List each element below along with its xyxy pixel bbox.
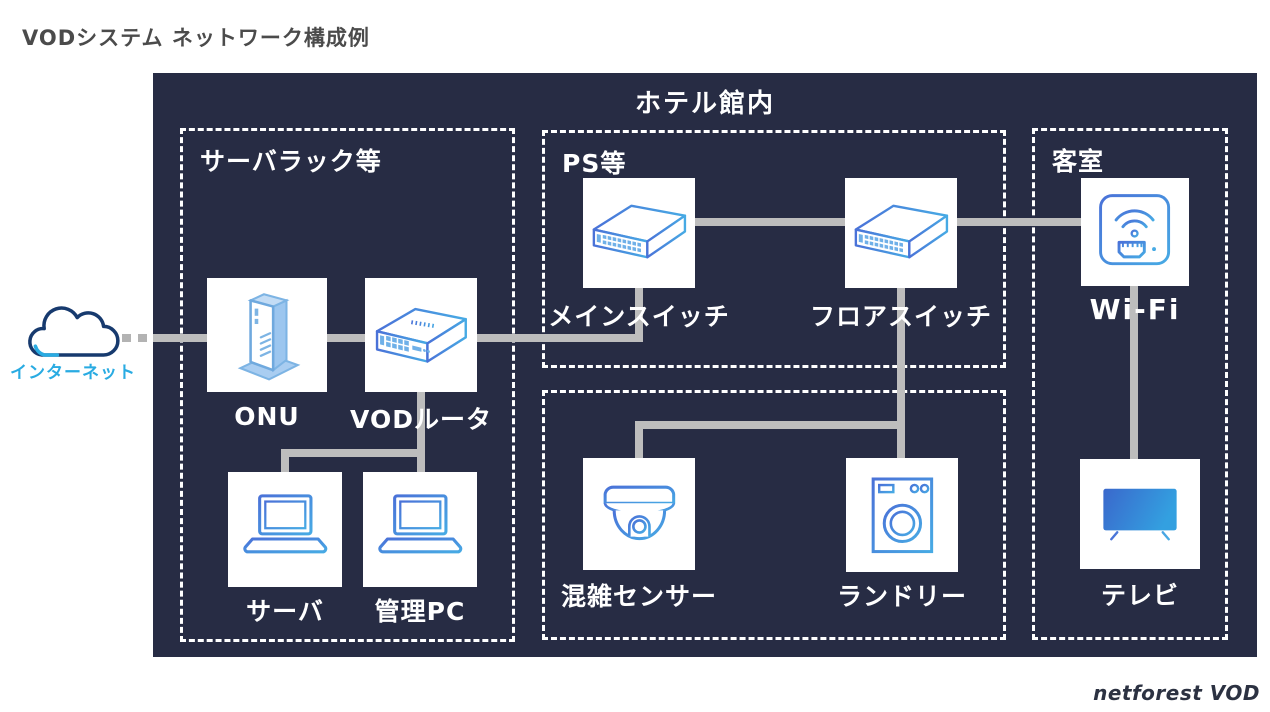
group-ps: PS等: [542, 130, 1006, 368]
label-tv: テレビ: [1100, 581, 1180, 610]
laptop-icon: [243, 494, 327, 554]
label-main-switch: メインスイッチ: [548, 302, 730, 331]
group-server-rack: サーバラック等: [180, 128, 515, 642]
group-server-rack-label: サーバラック等: [200, 147, 382, 176]
group-facilities: [542, 390, 1006, 640]
node-laundry: [846, 458, 958, 572]
laptop-icon: [378, 494, 462, 554]
wifi-access-point-icon: [1099, 194, 1171, 266]
label-vod-router: VODルータ: [350, 405, 492, 434]
node-tv: [1080, 459, 1200, 569]
connector-router-down: [417, 390, 425, 457]
switch-icon: [854, 204, 948, 258]
group-guest-room: 客室: [1032, 128, 1228, 640]
connector-internet-dotted: [106, 334, 153, 342]
internet-cloud: [20, 300, 130, 372]
page-title: VODシステム ネットワーク構成例: [22, 26, 370, 50]
dome-camera-icon: [603, 485, 675, 540]
connector-branch-sensor-h: [635, 421, 901, 429]
hotel-area-title: ホテル館内: [634, 89, 775, 119]
connector-to-server: [281, 449, 289, 476]
node-congestion-sensor: [583, 458, 695, 570]
washing-machine-icon: [871, 477, 933, 553]
group-ps-label: PS等: [562, 149, 627, 178]
label-congestion-sensor: 混雑センサー: [560, 582, 718, 611]
connector-floorswitch-laundry: [897, 286, 905, 462]
node-wifi-ap: [1081, 178, 1189, 286]
connector-onu-router: [327, 334, 365, 342]
connector-edge-to-onu: [153, 334, 207, 342]
node-admin-pc: [363, 472, 477, 587]
router-icon: [375, 307, 467, 363]
connector-main-floor-switch: [695, 218, 845, 226]
group-guest-room-label: 客室: [1052, 147, 1105, 176]
label-server: サーバ: [246, 597, 324, 626]
onu-modem-icon: [237, 292, 301, 381]
node-main-switch: [583, 178, 695, 288]
label-laundry: ランドリー: [836, 582, 968, 611]
label-wifi: Wi-Fi: [1089, 293, 1181, 326]
connector-floorswitch-wifi: [957, 218, 1081, 226]
switch-icon: [592, 204, 686, 258]
node-server: [228, 472, 342, 587]
node-vod-router: [365, 278, 477, 392]
label-onu: ONU: [234, 402, 300, 431]
connector-to-adminpc: [417, 449, 425, 476]
connector-router-mainswitch-v: [635, 286, 643, 342]
node-onu: [207, 278, 327, 392]
label-admin-pc: 管理PC: [374, 597, 466, 626]
connector-server-pc-h: [281, 449, 425, 457]
connector-wifi-tv: [1130, 284, 1138, 463]
node-floor-switch: [845, 178, 957, 288]
internet-label: インターネット: [10, 363, 136, 383]
tv-icon: [1103, 488, 1177, 540]
cloud-icon: [28, 306, 120, 357]
connector-branch-sensor-v: [635, 421, 643, 462]
footer-logo: netforest VOD: [1093, 681, 1260, 705]
label-floor-switch: フロアスイッチ: [809, 302, 993, 331]
connector-router-mainswitch-h: [477, 334, 643, 342]
